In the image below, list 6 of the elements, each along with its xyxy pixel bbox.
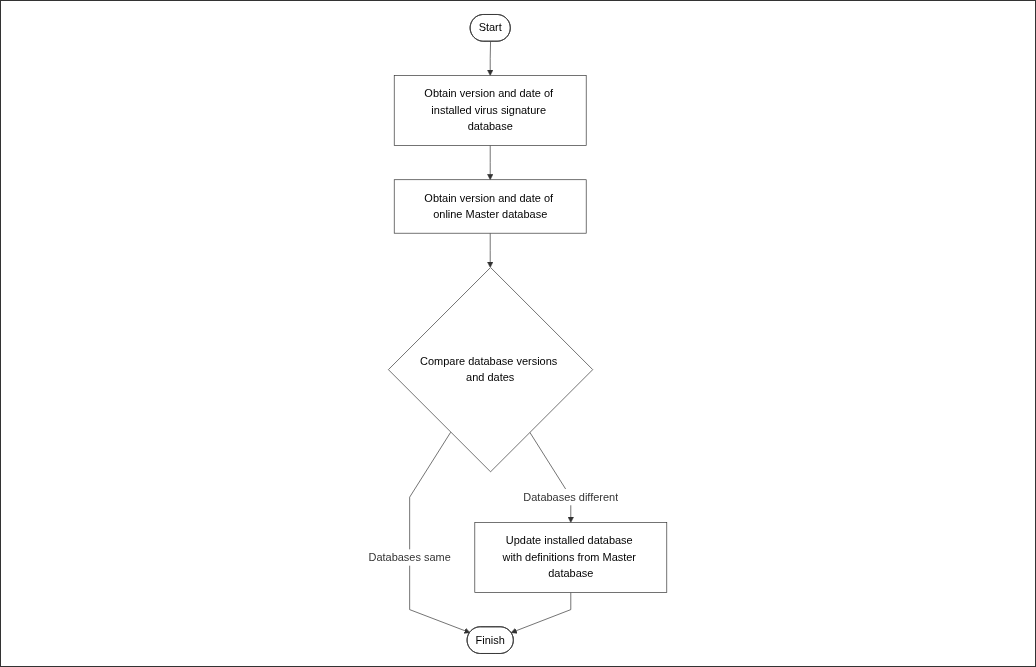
node-box: Obtain version and date of installed virus signature database <box>394 74 587 146</box>
edge-label: Databases same <box>368 550 452 563</box>
edge-label: Databases different <box>523 490 619 503</box>
node-diamond: Compare database versions and dates <box>388 266 594 472</box>
node-box: Obtain version and date of online Master database <box>394 178 587 234</box>
node-box: Update installed database with definitions from Master database <box>474 521 668 593</box>
